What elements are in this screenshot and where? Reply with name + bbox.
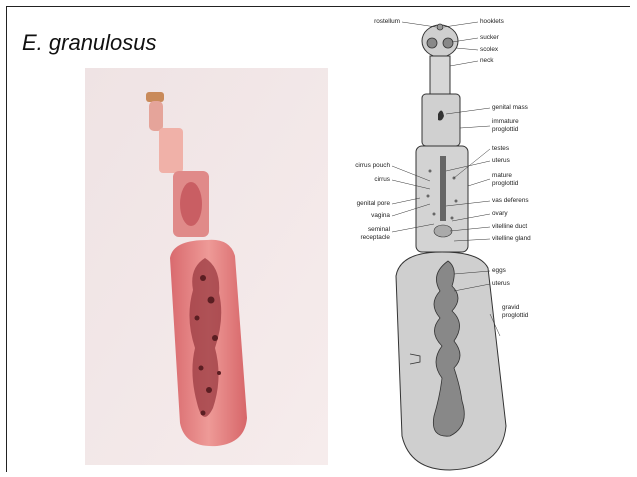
label-uterus-gravid: uterus [492, 280, 510, 287]
label-sucker: sucker [480, 34, 500, 41]
diagram-mature-uterus [440, 156, 446, 221]
label-gravid-1: gravid [502, 304, 520, 311]
specimen-photo [85, 68, 328, 465]
label-genital-pore: genital pore [357, 200, 391, 207]
label-eggs: eggs [492, 267, 506, 274]
label-seminal-1: seminal [368, 226, 390, 233]
label-uterus-mature: uterus [492, 157, 510, 164]
photo-segment-1 [159, 128, 183, 173]
label-neck: neck [480, 57, 494, 64]
label-mature-1: mature [492, 172, 512, 179]
label-cirrus-pouch: cirrus pouch [355, 162, 390, 169]
photo-scolex [146, 92, 164, 102]
label-mature-2: proglottid [492, 180, 519, 187]
label-rostellum: rostellum [374, 18, 400, 25]
label-seminal-2: receptacle [361, 234, 391, 241]
label-genital-mass: genital mass [492, 104, 528, 111]
slide-title: E. granulosus [22, 30, 157, 56]
label-gravid-2: proglottid [502, 312, 529, 319]
diagram-neck [430, 56, 450, 94]
tapeworm-diagram: rostellum hooklets sucker scolex neck ge… [330, 6, 630, 474]
label-testes: testes [492, 145, 509, 152]
photo-segment-2-organs [180, 182, 202, 226]
label-hooklets: hooklets [480, 18, 504, 25]
label-cirrus: cirrus [374, 176, 390, 183]
diagram-sucker-right [443, 38, 453, 48]
label-ovary: ovary [492, 210, 508, 217]
label-vagina: vagina [371, 212, 390, 219]
label-immature-2: proglottid [492, 126, 519, 133]
label-immature-1: immature [492, 118, 519, 125]
label-vitelline-gland: vitelline gland [492, 235, 531, 242]
diagram-sucker-left [427, 38, 437, 48]
diagram-rostellum [437, 24, 443, 30]
photo-neck [149, 101, 163, 131]
label-scolex: scolex [480, 46, 499, 53]
label-vitelline-duct: vitelline duct [492, 223, 527, 230]
diagram-ovary [434, 225, 452, 237]
label-vas-deferens: vas deferens [492, 197, 529, 204]
